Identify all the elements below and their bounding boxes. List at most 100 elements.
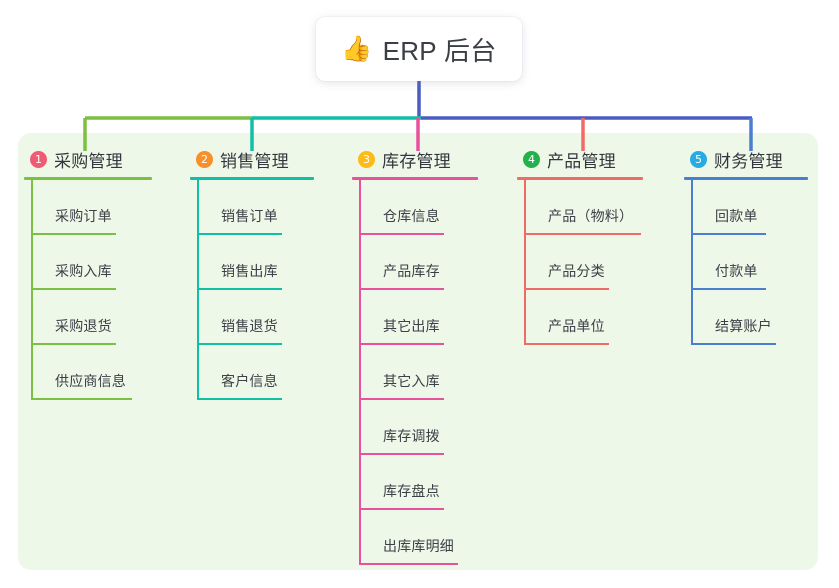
column-3: 3 库存管理仓库信息产品库存其它出库其它入库库存调拨库存盘点出库库明细 [352, 146, 478, 565]
menu-item[interactable]: 采购入库 [24, 235, 152, 290]
column-badge-2: 2 [196, 150, 213, 168]
menu-item-label: 采购订单 [55, 208, 112, 224]
menu-item-rule [360, 343, 444, 345]
menu-item-label: 供应商信息 [55, 373, 126, 389]
menu-item-label: 销售出库 [221, 263, 278, 279]
column-spine-2 [197, 180, 199, 400]
root-node[interactable]: 👍 ERP 后台 [316, 17, 522, 81]
column-header-3[interactable]: 3 库存管理 [352, 146, 478, 172]
column-header-rule-5 [684, 177, 808, 180]
column-items-2: 销售订单销售出库销售退货客户信息 [190, 180, 314, 400]
column-spine-4 [524, 180, 526, 345]
menu-item[interactable]: 产品分类 [517, 235, 643, 290]
column-1: 1 采购管理采购订单采购入库采购退货供应商信息 [24, 146, 152, 400]
menu-item[interactable]: 付款单 [684, 235, 808, 290]
menu-item[interactable]: 销售退货 [190, 290, 314, 345]
column-header-rule-4 [517, 177, 643, 180]
menu-item-label: 产品单位 [548, 318, 605, 334]
column-header-4[interactable]: 4 产品管理 [517, 146, 643, 172]
menu-item-rule [360, 233, 444, 235]
menu-item-label: 其它入库 [383, 373, 440, 389]
columns-container: 1 采购管理采购订单采购入库采购退货供应商信息 2 销售管理销售订单销售出库销售退货客… [18, 133, 818, 570]
menu-item-rule [32, 343, 116, 345]
menu-item-rule [525, 343, 609, 345]
menu-item[interactable]: 产品（物料） [517, 180, 643, 235]
menu-item-rule [32, 288, 116, 290]
menu-item-rule [198, 343, 282, 345]
column-header-rule-2 [190, 177, 314, 180]
menu-item-rule [360, 508, 444, 510]
menu-item[interactable]: 客户信息 [190, 345, 314, 400]
menu-item[interactable]: 库存盘点 [352, 455, 478, 510]
menu-item-label: 付款单 [715, 263, 758, 279]
menu-item[interactable]: 出库库明细 [352, 510, 478, 565]
menu-item[interactable]: 销售订单 [190, 180, 314, 235]
menu-item-label: 结算账户 [715, 318, 772, 334]
menu-item-rule [360, 398, 444, 400]
menu-item-label: 客户信息 [221, 373, 278, 389]
menu-item-label: 回款单 [715, 208, 758, 224]
column-badge-5: 5 [690, 150, 707, 168]
column-title-4: 产品管理 [547, 151, 616, 171]
menu-item[interactable]: 采购订单 [24, 180, 152, 235]
column-spine-5 [691, 180, 693, 345]
column-badge-1: 1 [30, 150, 47, 168]
column-header-5[interactable]: 5 财务管理 [684, 146, 808, 172]
column-badge-3: 3 [358, 150, 375, 168]
menu-item-label: 库存盘点 [383, 483, 440, 499]
menu-item-label: 销售退货 [221, 318, 278, 334]
menu-item[interactable]: 结算账户 [684, 290, 808, 345]
menu-item[interactable]: 销售出库 [190, 235, 314, 290]
menu-item[interactable]: 产品库存 [352, 235, 478, 290]
menu-item-rule [360, 453, 444, 455]
menu-item[interactable]: 产品单位 [517, 290, 643, 345]
menu-item-rule [360, 563, 458, 565]
menu-item-rule [692, 343, 776, 345]
menu-item[interactable]: 其它出库 [352, 290, 478, 345]
column-badge-4: 4 [523, 150, 540, 168]
menu-item-label: 出库库明细 [383, 538, 454, 554]
column-items-1: 采购订单采购入库采购退货供应商信息 [24, 180, 152, 400]
column-header-1[interactable]: 1 采购管理 [24, 146, 152, 172]
menu-item[interactable]: 回款单 [684, 180, 808, 235]
column-5: 5 财务管理回款单付款单结算账户 [684, 146, 808, 345]
menu-item[interactable]: 供应商信息 [24, 345, 152, 400]
menu-item-label: 销售订单 [221, 208, 278, 224]
column-title-1: 采购管理 [54, 151, 123, 171]
column-header-2[interactable]: 2 销售管理 [190, 146, 314, 172]
menu-item-rule [198, 233, 282, 235]
thumbs-up-icon: 👍 [341, 34, 373, 63]
menu-item-rule [525, 288, 609, 290]
menu-item-label: 产品库存 [383, 263, 440, 279]
column-spine-3 [359, 180, 361, 565]
menu-item-rule [525, 233, 641, 235]
menu-item-label: 仓库信息 [383, 208, 440, 224]
menu-item-label: 库存调拨 [383, 428, 440, 444]
menu-item-label: 产品（物料） [548, 208, 634, 224]
column-spine-1 [31, 180, 33, 400]
diagram-background-panel [18, 133, 818, 570]
menu-item-rule [692, 233, 766, 235]
column-4: 4 产品管理产品（物料） 产品分类产品单位 [517, 146, 643, 345]
menu-item-rule [32, 398, 132, 400]
column-header-rule-3 [352, 177, 478, 180]
column-items-4: 产品（物料） 产品分类产品单位 [517, 180, 643, 345]
root-node-label: ERP 后台 [382, 35, 497, 66]
column-title-2: 销售管理 [220, 151, 289, 171]
menu-item-label: 采购入库 [55, 263, 112, 279]
root-node-content: 👍 ERP 后台 [341, 31, 496, 68]
menu-item-rule [32, 233, 116, 235]
menu-item-rule [198, 398, 282, 400]
menu-item[interactable]: 仓库信息 [352, 180, 478, 235]
menu-item-rule [692, 288, 766, 290]
menu-item[interactable]: 库存调拨 [352, 400, 478, 455]
menu-item-label: 产品分类 [548, 263, 605, 279]
menu-item[interactable]: 采购退货 [24, 290, 152, 345]
column-title-3: 库存管理 [382, 151, 451, 171]
menu-item[interactable]: 其它入库 [352, 345, 478, 400]
column-items-3: 仓库信息产品库存其它出库其它入库库存调拨库存盘点出库库明细 [352, 180, 478, 565]
menu-item-label: 其它出库 [383, 318, 440, 334]
column-title-5: 财务管理 [714, 151, 783, 171]
column-items-5: 回款单付款单结算账户 [684, 180, 808, 345]
menu-item-label: 采购退货 [55, 318, 112, 334]
